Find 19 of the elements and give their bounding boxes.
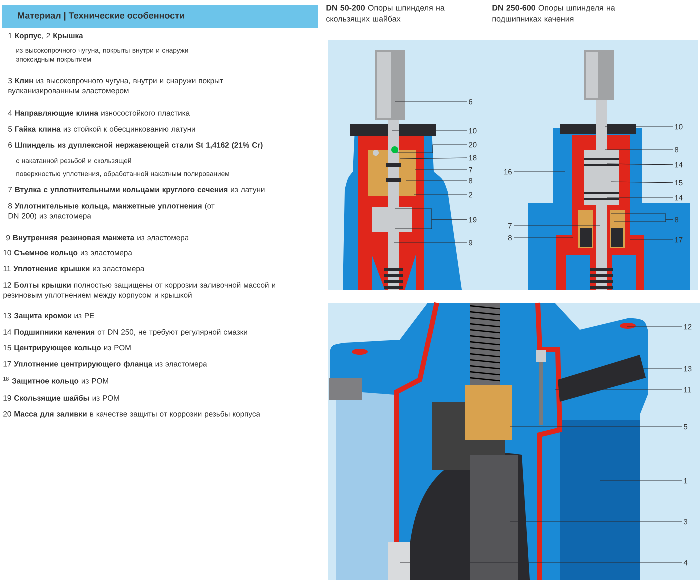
leader-line [606,164,674,166]
leader-line [604,126,674,128]
leader-line [610,182,674,184]
leader-line [510,426,682,428]
leader-line [396,144,468,154]
leader-line [394,220,468,230]
leader-line [600,480,682,482]
leader-line [406,180,468,182]
panel-heading: DN 250-600 Опоры шпинделя на подшипниках качения [492,5,616,24]
panel-heading: DN 50-200 Опоры шпинделя на скользящих шайбах [326,5,445,24]
leader-line [392,130,468,132]
leader-line [614,220,674,222]
leader-line [400,158,468,160]
leader-line [394,242,468,244]
header-band: Материал | Технические особенности [2,5,318,28]
leader-line [626,326,682,328]
leader-line [400,562,682,564]
leader-line [414,194,468,196]
leader-line [642,368,682,370]
